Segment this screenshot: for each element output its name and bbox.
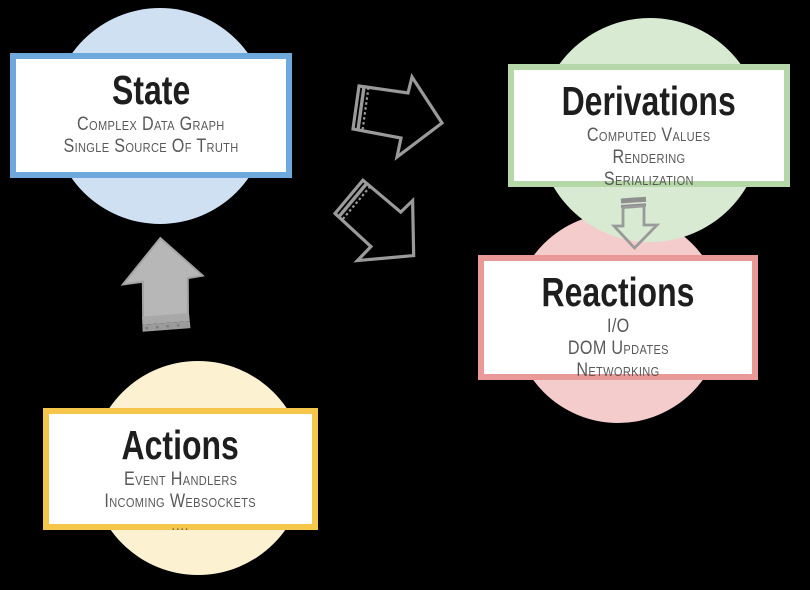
derivations-subtitle-line: Computed Values xyxy=(587,125,711,146)
actions-ellipsis: .... xyxy=(171,517,190,534)
derivations-subtitle-line: Rendering xyxy=(612,147,686,168)
actions-subtitle-line: Event Handlers xyxy=(123,469,238,490)
reactions-subtitle-line: I/O xyxy=(606,316,630,337)
reactions-title: Reactions xyxy=(541,269,695,315)
actions-box: Actions Event Handlers Incoming Websocke… xyxy=(43,408,318,534)
reactions-subtitle-line: DOM Updates xyxy=(567,338,669,359)
actions-subtitle-line: Incoming Websockets xyxy=(104,491,257,512)
state-subtitle-line: Single Source Of Truth xyxy=(63,136,239,157)
derivations-subtitle-line: Serialization xyxy=(604,169,694,190)
reactions-subtitle-line: Networking xyxy=(576,360,660,381)
arrow-derivations-to-reactions-icon xyxy=(610,196,661,251)
arrow-state-to-reactions-icon xyxy=(332,177,416,263)
arrow-state-to-derivations-icon xyxy=(351,73,445,161)
state-subtitle-line: Complex Data Graph xyxy=(77,114,225,135)
actions-title: Actions xyxy=(121,422,240,468)
derivations-box: Derivations Computed Values Rendering Se… xyxy=(508,64,790,190)
state-title: State xyxy=(111,67,191,113)
derivations-title: Derivations xyxy=(561,78,737,124)
arrow-actions-to-state-icon xyxy=(120,236,205,332)
reactions-box: Reactions I/O DOM Updates Networking xyxy=(478,255,758,381)
state-box: State Complex Data Graph Single Source O… xyxy=(10,53,292,178)
